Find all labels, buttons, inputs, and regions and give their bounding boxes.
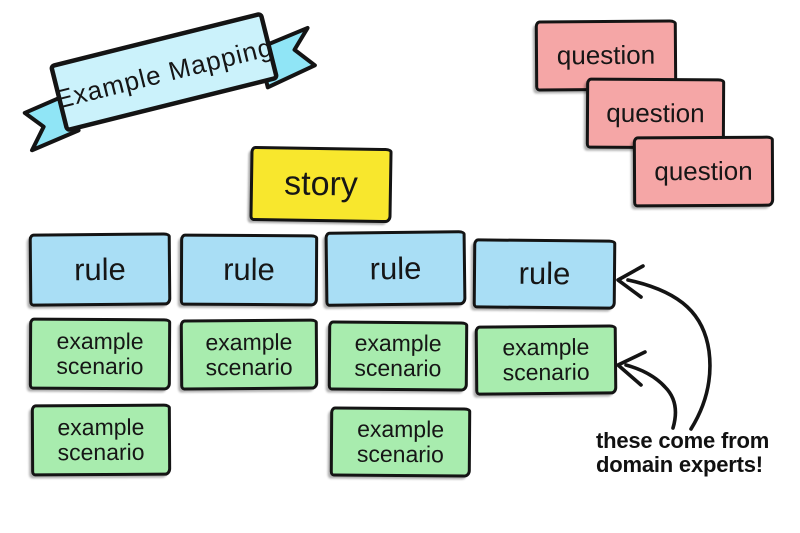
story-card-label: story — [283, 164, 359, 204]
question-card-label: question — [654, 155, 753, 186]
arrow-to-rules-icon — [616, 264, 712, 431]
annotation-line-1: these come from — [596, 428, 770, 453]
rule-card-1: rule — [28, 232, 172, 307]
example-scenario-card-1: example scenario — [28, 317, 172, 391]
annotation-line-2: domain experts! — [596, 452, 763, 477]
rule-card-3: rule — [324, 230, 467, 307]
banner-tail-right-icon — [256, 25, 317, 90]
annotation-note: these come from domain experts! — [596, 429, 769, 477]
banner-band — [49, 12, 279, 132]
example-scenario-card-label: example scenario — [354, 330, 442, 382]
example-scenario-card-label: example scenario — [57, 414, 145, 466]
rule-card-label: rule — [73, 251, 126, 288]
rule-card-label: rule — [369, 250, 422, 287]
example-scenario-card-6: example scenario — [329, 406, 472, 478]
example-scenario-card-2: example scenario — [179, 318, 319, 391]
story-card: story — [249, 145, 393, 224]
rule-card-2: rule — [179, 233, 319, 307]
example-scenario-card-5: example scenario — [30, 403, 172, 477]
example-scenario-card-4: example scenario — [474, 324, 618, 396]
example-scenario-card-label: example scenario — [356, 416, 445, 468]
question-card-label: question — [556, 39, 656, 70]
example-scenario-card-3: example scenario — [327, 320, 469, 392]
question-card-label: question — [606, 97, 705, 128]
example-scenario-card-label: example scenario — [502, 334, 590, 386]
rule-card-label: rule — [518, 256, 571, 292]
rule-card-4: rule — [472, 238, 617, 310]
question-card-3: question — [632, 135, 775, 208]
example-scenario-card-label: example scenario — [56, 328, 144, 380]
rule-card-label: rule — [223, 252, 275, 288]
example-scenario-card-label: example scenario — [205, 328, 293, 380]
banner-tail-left-icon — [22, 91, 81, 153]
arrow-to-examples-icon — [616, 350, 678, 430]
banner-title: Example Mapping — [52, 31, 276, 114]
